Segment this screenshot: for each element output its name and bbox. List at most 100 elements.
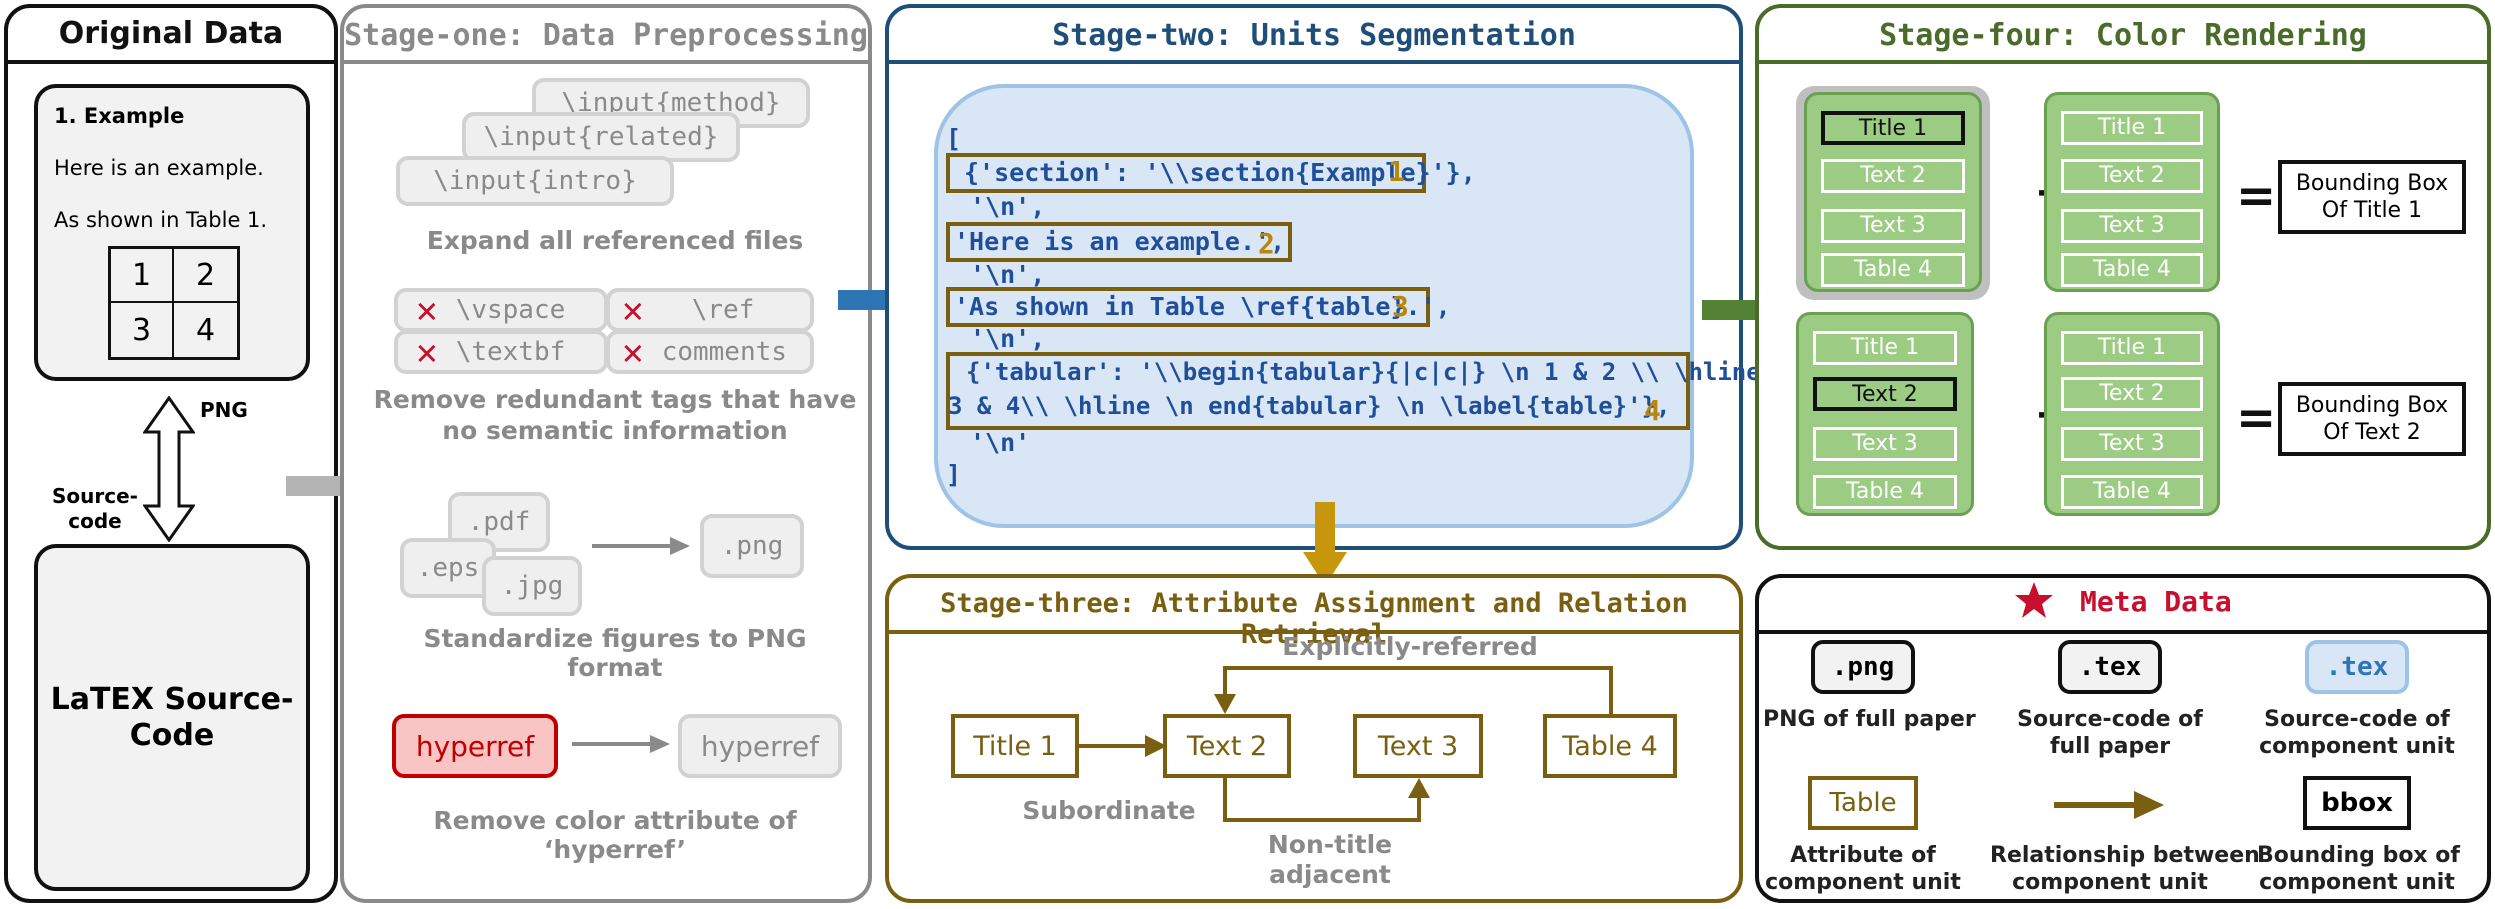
arrow-hyperref-icon [572,735,670,753]
x-mark-icon: ✕ [622,331,644,373]
relation-graph [1079,666,1613,822]
render-item-table: Table 4 [2061,253,2203,287]
unit-2-text: 'Here is an example.', [954,227,1286,256]
bbox-legend-caption: Bounding box of component unit [2257,843,2460,895]
tex-component-unit-caption: Source-code of component unit [2259,707,2455,759]
adjacent-line [1223,778,1421,822]
equals-operator: = [2236,168,2277,224]
tex-component-unit-icon: .tex [2305,640,2409,694]
render-item-text: Text 3 [1813,427,1957,461]
arrowhead-icon [1214,694,1236,714]
arrowhead-icon [1145,735,1167,757]
table-cell: 1 [111,249,174,303]
arrowhead-icon [1408,778,1430,798]
newline-3: '\n', [970,324,1046,353]
example-heading: 1. Example [54,104,185,128]
table-cell: 3 [111,303,174,357]
stage-four-title: Stage-four: Color Rendering [1879,18,2367,53]
subordinate-label: Subordinate [1022,796,1196,825]
star-icon [2015,582,2053,618]
render-card-base: Title 1 Text 2 Text 3 Table 4 [2044,92,2220,292]
remove-tag-comments: ✕comments [606,330,814,374]
render-item-title: Title 1 [2061,331,2203,365]
equals-operator: = [2236,390,2277,446]
format-pdf-box: .pdf [448,492,550,552]
open-bracket: [ [946,124,962,153]
table-cell: 2 [174,249,237,303]
example-line-1: Here is an example. [54,156,264,180]
render-item-text: Text 2 [1813,377,1957,411]
render-item-text: Text 3 [2061,209,2203,243]
png-label: PNG [200,398,248,422]
newline-4: '\n' [970,428,1031,457]
expand-caption: Expand all referenced files [426,226,804,255]
explicitly-referred-label: Explicitly-referred [1282,632,1538,661]
render-item-text: Text 2 [2061,159,2203,193]
node-text-3: Text 3 [1353,714,1483,778]
input-related-box: \input{related} [462,112,740,162]
render-item-table: Table 4 [1821,253,1965,287]
arrow-stage2-to-stage3-icon [1303,502,1347,586]
unit-box-3 [946,287,1430,327]
latex-source-code-box: LaTEX Source- Code [34,544,310,891]
hyperref-plain-box: hyperref [678,714,842,778]
render-item-text: Text 3 [2061,427,2203,461]
units-list-area [934,84,1694,528]
source-code-label: Source- code [52,484,138,533]
attribute-legend-icon: Table [1808,776,1918,830]
figure-caption: Standardize figures to PNG format [423,624,807,682]
tex-full-paper-caption: Source-code of full paper [2017,707,2203,759]
node-title-1: Title 1 [951,714,1079,778]
explicit-reference-line [1223,666,1613,714]
example-table: 1 2 3 4 [108,246,240,360]
png-full-paper-caption: PNG of full paper [1763,707,1976,732]
unit-4-text-line-1: {'tabular': '\\begin{tabular}{|c|c|} \n … [966,358,1805,386]
node-text-2: Text 2 [1163,714,1291,778]
png-full-paper-icon: .png [1811,640,1915,694]
bounding-box-text-result: Bounding Box Of Text 2 [2278,382,2466,456]
input-intro-box: \input{intro} [396,156,674,206]
render-item-title: Title 1 [2061,111,2203,145]
format-png-box: .png [700,514,804,578]
remove-caption: Remove redundant tags that have no seman… [373,385,857,445]
stage-one-title: Stage-one: Data Preprocessing [344,18,868,53]
unit-number-1: 1 [1388,155,1405,188]
original-data-title: Original Data [58,16,284,51]
meta-data-panel [1755,574,2491,903]
attribute-legend-caption: Attribute of component unit [1765,843,1961,895]
render-card-title-highlighted: Title 1 Text 2 Text 3 Table 4 [1804,92,1982,292]
render-card-text-highlighted: Title 1 Text 2 Text 3 Table 4 [1796,312,1974,516]
unit-1-text: {'section': '\\section{Example}'}, [964,158,1476,187]
newline-2: '\n', [970,260,1046,289]
render-card-base: Title 1 Text 2 Text 3 Table 4 [2044,312,2220,516]
x-mark-icon: ✕ [416,331,438,373]
unit-number-4: 4 [1644,394,1661,427]
unit-box-2 [946,222,1292,262]
render-item-text: Text 3 [1821,209,1965,243]
latex-source-code-label: LaTEX Source- Code [50,681,294,753]
remove-tag-textbf: ✕\textbf [394,330,608,374]
relationship-arrow-icon [2054,791,2164,819]
remove-tag-vspace: ✕\vspace [394,288,608,332]
meta-data-title: Meta Data [2080,585,2232,618]
original-data-panel: Original Data 1. Example Here is an exam… [4,4,338,903]
table-cell: 4 [195,312,216,348]
unit-number-2: 2 [1258,227,1275,260]
bbox-legend-icon: bbox [2303,776,2411,830]
stage-three-title: Stage-three: Attribute Assignment and Re… [940,588,1688,650]
render-item-title: Title 1 [1821,111,1965,145]
x-mark-icon: ✕ [416,289,438,331]
format-eps-box: .eps [400,538,496,598]
newline-1: '\n', [970,192,1046,221]
non-title-adjacent-label: Non-title adjacent [1267,830,1393,889]
hyperref-colored-box: hyperref [392,714,558,778]
unit-box-1 [946,153,1426,193]
unit-box-4 [946,352,1690,430]
bidirectional-arrow-icon [143,396,195,542]
format-jpg-box: .jpg [482,556,582,616]
x-mark-icon: ✕ [622,289,644,331]
render-item-text: Text 2 [2061,377,2203,411]
arrow-to-png-icon [592,537,690,555]
close-bracket: ] [946,460,962,489]
stage-two-title: Stage-two: Units Segmentation [1052,18,1576,53]
